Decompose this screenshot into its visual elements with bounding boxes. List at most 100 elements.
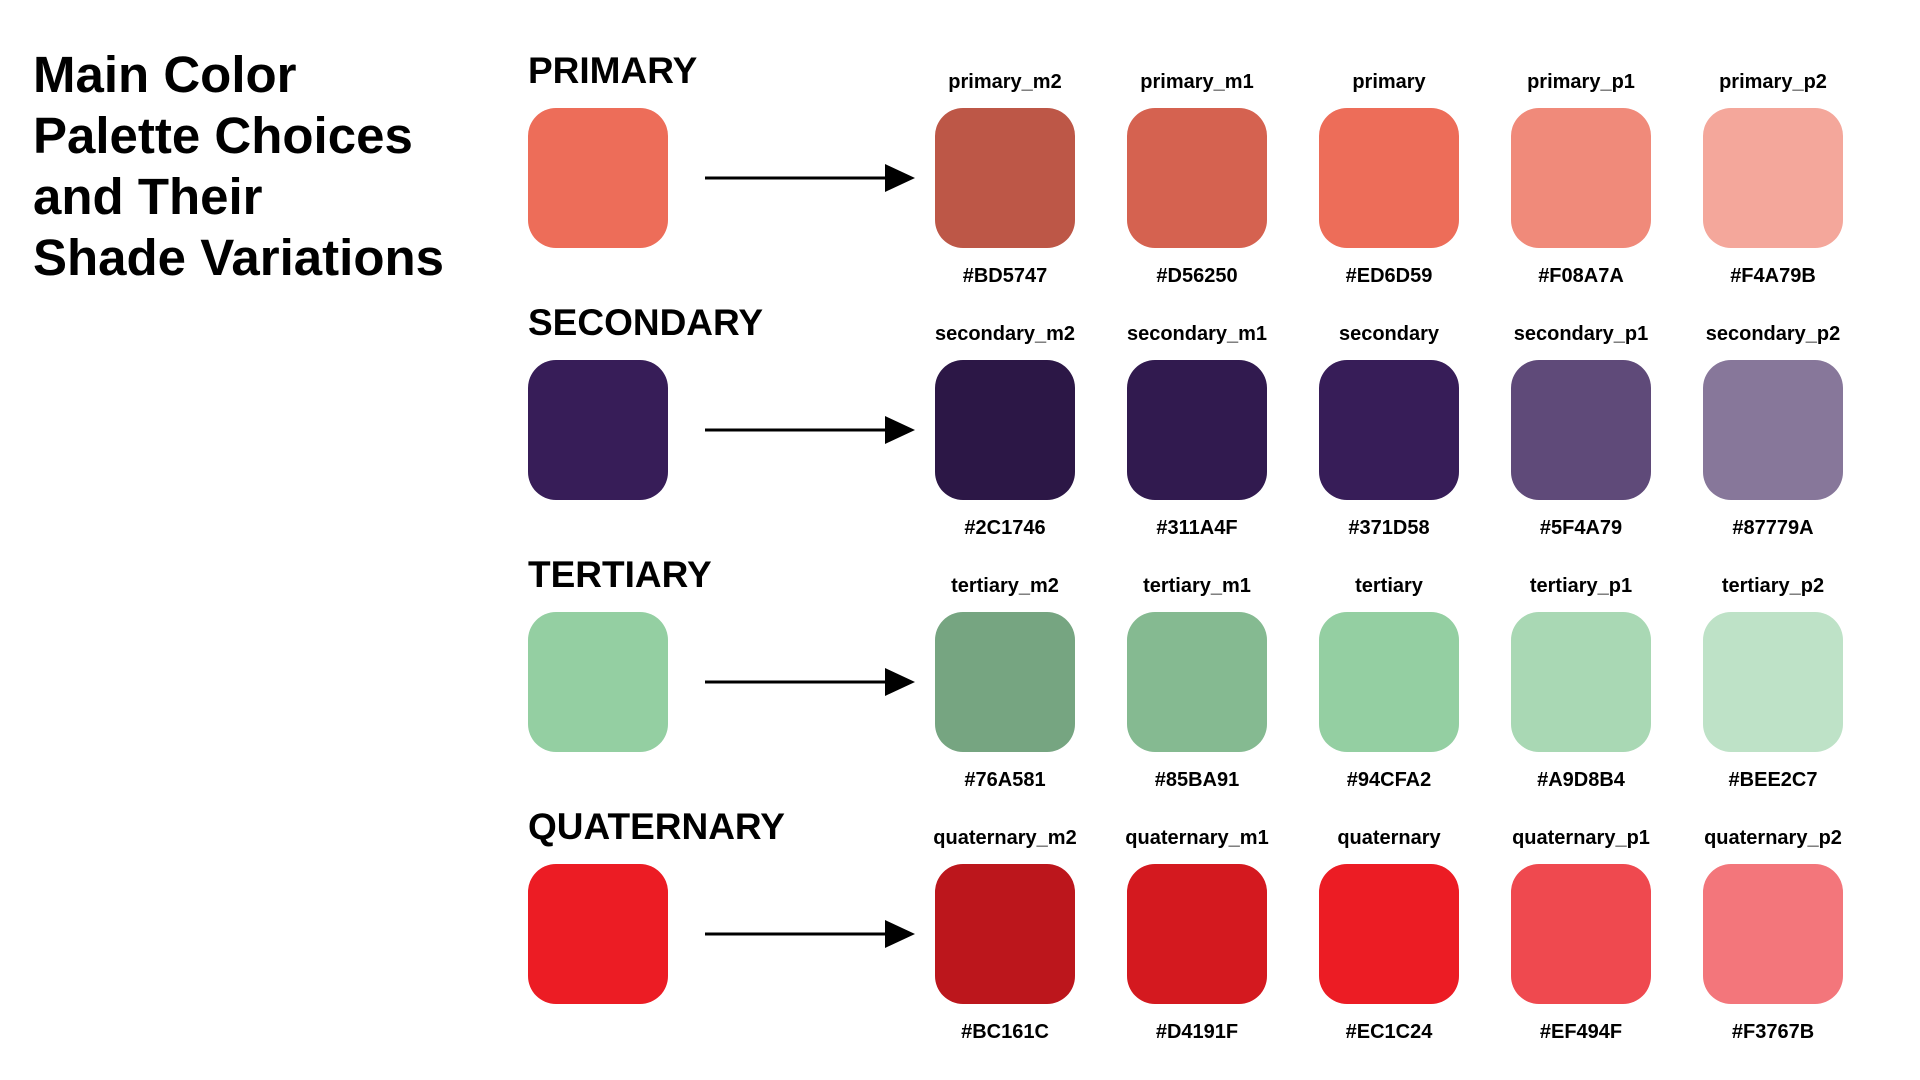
shade-name: tertiary (1355, 575, 1423, 597)
shade-name: secondary (1338, 323, 1440, 345)
shade-swatch (1703, 360, 1843, 500)
main-color-swatch (528, 864, 668, 1004)
shade-hex-code: #ED6D59 (1345, 265, 1433, 287)
shade-swatch (1511, 864, 1651, 1004)
shade-name: secondary_p1 (1513, 323, 1649, 345)
shade-hex-code: #371D58 (1348, 517, 1430, 539)
shade-name: quaternary_p2 (1704, 827, 1842, 849)
shade-hex-code: #5F4A79 (1539, 517, 1623, 539)
page-title: Main Color Palette Choices and Their Sha… (33, 44, 473, 288)
shade-swatch (1127, 108, 1267, 248)
shade-name: quaternary_m2 (933, 827, 1077, 849)
shade-hex-code: #F3767B (1731, 1021, 1815, 1043)
shade-name: tertiary_m1 (1143, 575, 1251, 597)
shade-variant: secondary_m1 #311A4F (1107, 322, 1287, 542)
shade-name: tertiary_p1 (1529, 575, 1633, 597)
group-heading: PRIMARY (528, 50, 698, 91)
arrow-right-icon (705, 163, 915, 193)
shade-variant: tertiary_p1 #A9D8B4 (1491, 574, 1671, 794)
arrow-right-icon (705, 919, 915, 949)
shade-hex-code: #EC1C24 (1345, 1021, 1433, 1043)
shade-swatch (1703, 108, 1843, 248)
shade-variant: secondary #371D58 (1299, 322, 1479, 542)
shade-hex-code: #F08A7A (1538, 265, 1624, 287)
shade-swatch (1127, 864, 1267, 1004)
shade-variant: primary_m1 #D56250 (1107, 70, 1287, 290)
shade-hex-code: #311A4F (1156, 517, 1238, 539)
shade-swatch (1319, 360, 1459, 500)
shade-variant: quaternary_p1 #EF494F (1491, 826, 1671, 1046)
shade-variant: primary_p1 #F08A7A (1491, 70, 1671, 290)
shade-name: quaternary_m1 (1125, 827, 1269, 849)
palette-group: PRIMARY primary_m2#BD5747 primary_m1 #D5625… (0, 50, 1920, 302)
shade-name: primary_p1 (1527, 71, 1635, 93)
shade-name: tertiary_m2 (951, 575, 1059, 597)
shade-swatch (1127, 360, 1267, 500)
shade-name: secondary_m2 (934, 323, 1076, 345)
shade-variant: primary #ED6D59 (1299, 70, 1479, 290)
shade-name: quaternary (1337, 827, 1441, 849)
shade-hex-code: #D56250 (1156, 265, 1238, 287)
shade-hex-code: #2C1746 (964, 517, 1046, 539)
shade-hex-code: #EF494F (1539, 1021, 1623, 1043)
shade-variant: quaternary #EC1C24 (1299, 826, 1479, 1046)
shade-name: primary_m1 (1140, 71, 1254, 93)
shade-variant: quaternary_p2 #F3767B (1683, 826, 1863, 1046)
shade-swatch (1319, 612, 1459, 752)
shade-variant: tertiary_m1 #85BA91 (1107, 574, 1287, 794)
shade-hex-code: #BD5747 (962, 265, 1048, 287)
shade-variant: secondary_m2 #2C1746 (915, 322, 1095, 542)
shade-swatch (1703, 864, 1843, 1004)
shade-swatch (1511, 108, 1651, 248)
shade-swatch (935, 864, 1075, 1004)
shade-variant: tertiary_m2 #76A581 (915, 574, 1095, 794)
shade-name: secondary_p2 (1705, 323, 1841, 345)
shade-swatch (935, 108, 1075, 248)
shade-variant: secondary_p1 #5F4A79 (1491, 322, 1671, 542)
shade-swatch (1511, 612, 1651, 752)
shade-hex-code: #94CFA2 (1346, 769, 1432, 791)
shade-hex-code: #A9D8B4 (1537, 769, 1625, 791)
shade-hex-code: #BEE2C7 (1728, 769, 1818, 791)
shade-swatch (1319, 864, 1459, 1004)
main-color-swatch (528, 360, 668, 500)
shade-hex-code: #87779A (1732, 517, 1814, 539)
title-line: and Their (33, 168, 263, 225)
shade-variant: quaternary_m1 #D4191F (1107, 826, 1287, 1046)
shade-swatch (935, 360, 1075, 500)
shade-variant: tertiary_p2 #BEE2C7 (1683, 574, 1863, 794)
group-heading: QUATERNARY (528, 806, 785, 847)
group-heading: SECONDARY (528, 302, 764, 343)
palette-group: TERTIARY tertiary_m2 #76A581 tertiary_m1 #85… (0, 554, 1920, 806)
shade-swatch (1319, 108, 1459, 248)
shade-swatch (935, 612, 1075, 752)
title-line: Main Color (33, 46, 297, 103)
shade-swatch (1511, 360, 1651, 500)
shade-name: primary_p2 (1719, 71, 1827, 93)
shade-variant: quaternary_m2 #BC161C (915, 826, 1095, 1046)
title-line: Palette Choices (33, 107, 413, 164)
shade-name: quaternary_p1 (1512, 827, 1650, 849)
group-heading: TERTIARY (528, 554, 712, 595)
arrow-right-icon (705, 415, 915, 445)
shade-name: secondary_m1 (1126, 323, 1268, 345)
palette-group: SECONDARY secondary_m2 #2C1746 secondary_m1… (0, 302, 1920, 554)
shade-hex-code: #85BA91 (1154, 769, 1240, 791)
shade-hex-code: #BC161C (961, 1021, 1049, 1043)
shade-variant: primary_p2 #F4A79B (1683, 70, 1863, 290)
arrow-right-icon (705, 667, 915, 697)
main-color-swatch (528, 108, 668, 248)
shade-hex-code: #76A581 (964, 769, 1046, 791)
shade-variant: primary_m2#BD5747 (915, 70, 1095, 290)
shade-swatch (1127, 612, 1267, 752)
shade-swatch (1703, 612, 1843, 752)
main-color-swatch (528, 612, 668, 752)
shade-name: primary (1352, 71, 1426, 93)
shade-hex-code: #D4191F (1155, 1021, 1239, 1043)
shade-name: tertiary_p2 (1721, 575, 1825, 597)
shade-hex-code: #F4A79B (1730, 265, 1816, 287)
shade-variant: secondary_p2 #87779A (1683, 322, 1863, 542)
title-line: Shade Variations (33, 229, 444, 286)
shade-variant: tertiary #94CFA2 (1299, 574, 1479, 794)
